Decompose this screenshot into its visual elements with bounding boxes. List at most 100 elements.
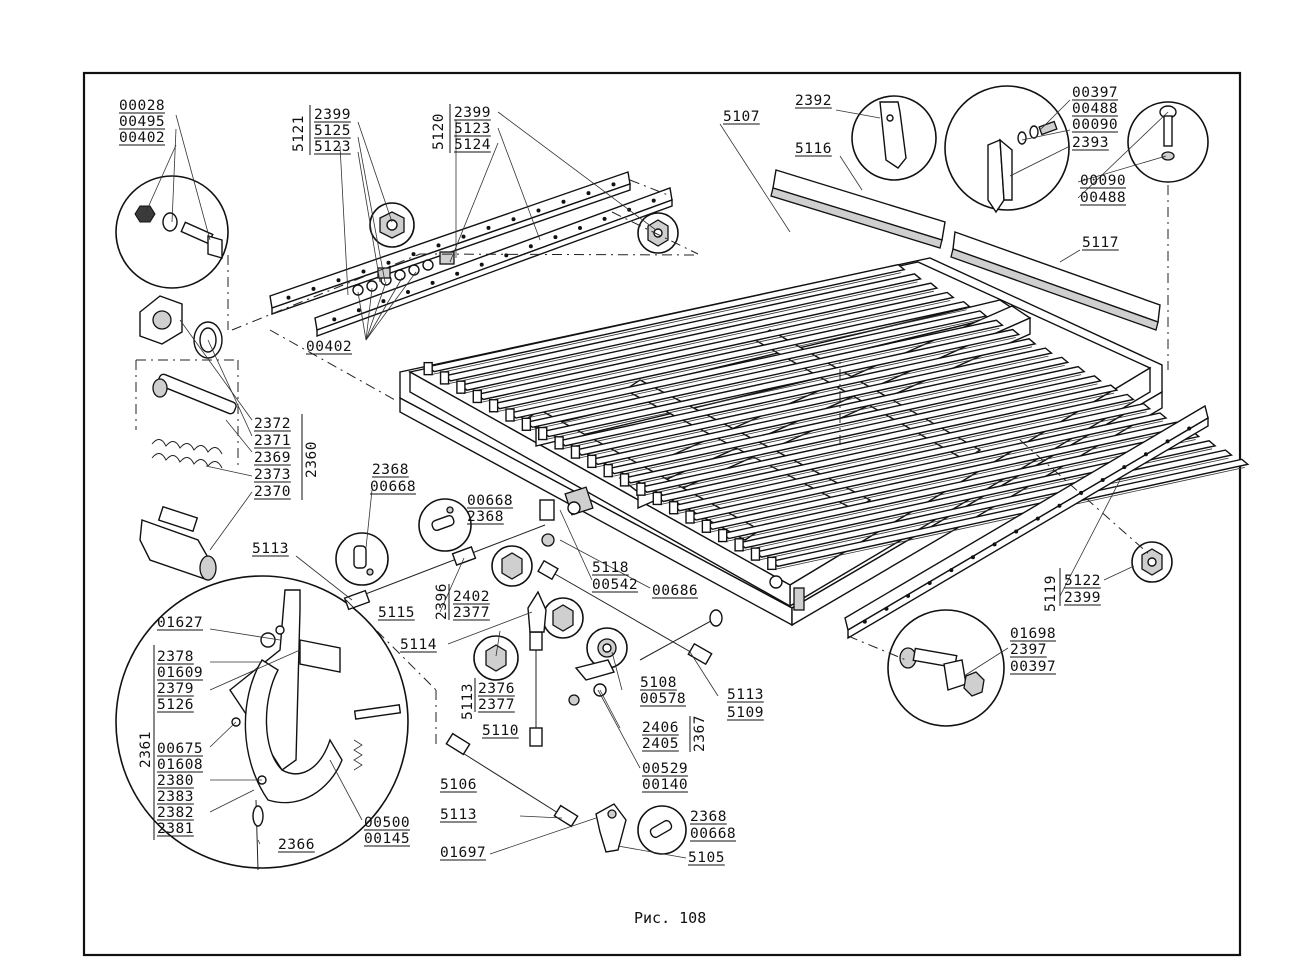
rail-5116 <box>770 169 946 249</box>
rail-hole <box>479 262 484 267</box>
label-5122: 5122 <box>1064 573 1101 589</box>
detail-circle-nut-2376 <box>473 635 519 681</box>
label-00402-b: 00402 <box>306 339 352 355</box>
detail-circle-nut-2377 <box>542 597 584 639</box>
label-2380: 2380 <box>157 773 194 789</box>
label-2399: 2399 <box>314 107 351 123</box>
assembly-centerlines <box>135 179 1169 745</box>
louvre-slat-tab <box>668 501 679 515</box>
louvre-slat-shadow <box>594 364 1065 468</box>
label-5118: 5118 <box>592 560 629 576</box>
louvre-slat-shadow <box>496 309 967 413</box>
rail-hole <box>611 182 616 187</box>
detail-circle-bolt-01698 <box>887 609 1005 727</box>
rail-hole <box>561 199 566 204</box>
rail-hole <box>361 269 366 274</box>
label-5123-b: 5123 <box>454 121 491 137</box>
label-2406: 2406 <box>642 720 679 736</box>
rail-hole <box>356 308 361 313</box>
label-01697: 01697 <box>440 845 486 861</box>
label-00028: 00028 <box>119 98 165 114</box>
rail-hole <box>336 278 341 283</box>
detail-circle-nut-2399-b <box>637 212 679 254</box>
rail-hole <box>1057 503 1062 508</box>
louvre-slat-tab <box>750 547 761 561</box>
detail-circle-pin-2368-c <box>637 805 687 855</box>
label-00500: 00500 <box>364 815 410 831</box>
label-00675: 00675 <box>157 741 203 757</box>
louvre-slat-tab <box>423 361 433 376</box>
rail-hole <box>386 260 391 265</box>
louvre-slat-shadow <box>431 272 902 376</box>
label-5109: 5109 <box>727 705 764 721</box>
label-2382: 2382 <box>157 805 194 821</box>
shaft-5108 <box>639 609 723 661</box>
louvre-slat-tab <box>456 380 466 394</box>
rail-hole <box>602 216 607 221</box>
label-2396: 2396 <box>434 583 450 620</box>
label-00090-b: 00090 <box>1080 173 1126 189</box>
louvre-slats <box>423 263 1250 571</box>
louvre-slat-tab <box>488 399 499 413</box>
label-5126: 5126 <box>157 697 194 713</box>
label-5107: 5107 <box>723 109 760 125</box>
rail-hole <box>381 299 386 304</box>
louvre-slat-tab <box>685 510 695 524</box>
label-2405: 2405 <box>642 736 679 752</box>
detail-circle-nut-2399 <box>369 202 415 248</box>
rail-hole <box>862 619 867 624</box>
label-5113-b: 5113 <box>460 683 476 720</box>
louvre-slat-tab <box>472 389 482 404</box>
louvre-slat-shadow <box>562 346 1033 450</box>
louvre-slat-shadow <box>447 281 918 385</box>
detail-circle-bracket-2393 <box>944 85 1070 214</box>
rail-hole <box>461 234 466 239</box>
detail-circle-bracket-2392 <box>851 95 937 181</box>
label-2372: 2372 <box>254 416 291 432</box>
louvre-slat-tab <box>570 445 581 459</box>
label-5113-d: 5113 <box>440 807 477 823</box>
label-00495: 00495 <box>119 114 165 130</box>
label-5120: 5120 <box>431 113 447 150</box>
rail-hole <box>430 280 435 285</box>
label-00686: 00686 <box>652 583 698 599</box>
rail-5119 <box>844 404 1209 640</box>
rail-hole <box>1079 490 1084 495</box>
label-5113: 5113 <box>252 541 289 557</box>
axle-2369 <box>152 373 237 415</box>
detail-circle-linkage-2361 <box>115 575 409 871</box>
louvre-slat-tab <box>652 491 662 506</box>
rail-hole <box>586 191 591 196</box>
louvre-slat-tab <box>619 473 630 487</box>
louvre-slat-shadow <box>643 392 1114 496</box>
label-2378: 2378 <box>157 649 194 665</box>
rail-hole <box>1035 516 1040 521</box>
louvre-slat-tab <box>587 454 597 469</box>
label-00488: 00488 <box>1072 101 1118 117</box>
label-2370: 2370 <box>254 484 291 500</box>
bracket-5118 <box>539 499 581 547</box>
rail-hole <box>1187 426 1192 431</box>
louvre-slat-tab <box>439 371 450 385</box>
rail-hole <box>1165 439 1170 444</box>
louvre-slat-shadow <box>774 466 1245 570</box>
label-2399-b: 2399 <box>454 105 491 121</box>
rail-hole <box>1143 452 1148 457</box>
label-01609: 01609 <box>157 665 203 681</box>
label-2373: 2373 <box>254 467 291 483</box>
rail-hole <box>406 290 410 294</box>
rail-hole <box>511 217 516 222</box>
louvre-slat-shadow <box>611 374 1082 478</box>
label-2366: 2366 <box>278 837 315 853</box>
label-00397: 00397 <box>1072 85 1118 101</box>
label-5117: 5117 <box>1082 235 1119 251</box>
sleeve-5114 <box>527 590 547 633</box>
lever-2406 <box>568 659 616 706</box>
rail-hole <box>578 226 582 230</box>
detail-circle-pin-2368 <box>418 498 472 552</box>
rail-hole <box>436 243 441 248</box>
rail-hole <box>536 208 541 213</box>
label-2397: 2397 <box>1010 642 1047 658</box>
figure-caption: Рис. 108 <box>634 909 706 927</box>
